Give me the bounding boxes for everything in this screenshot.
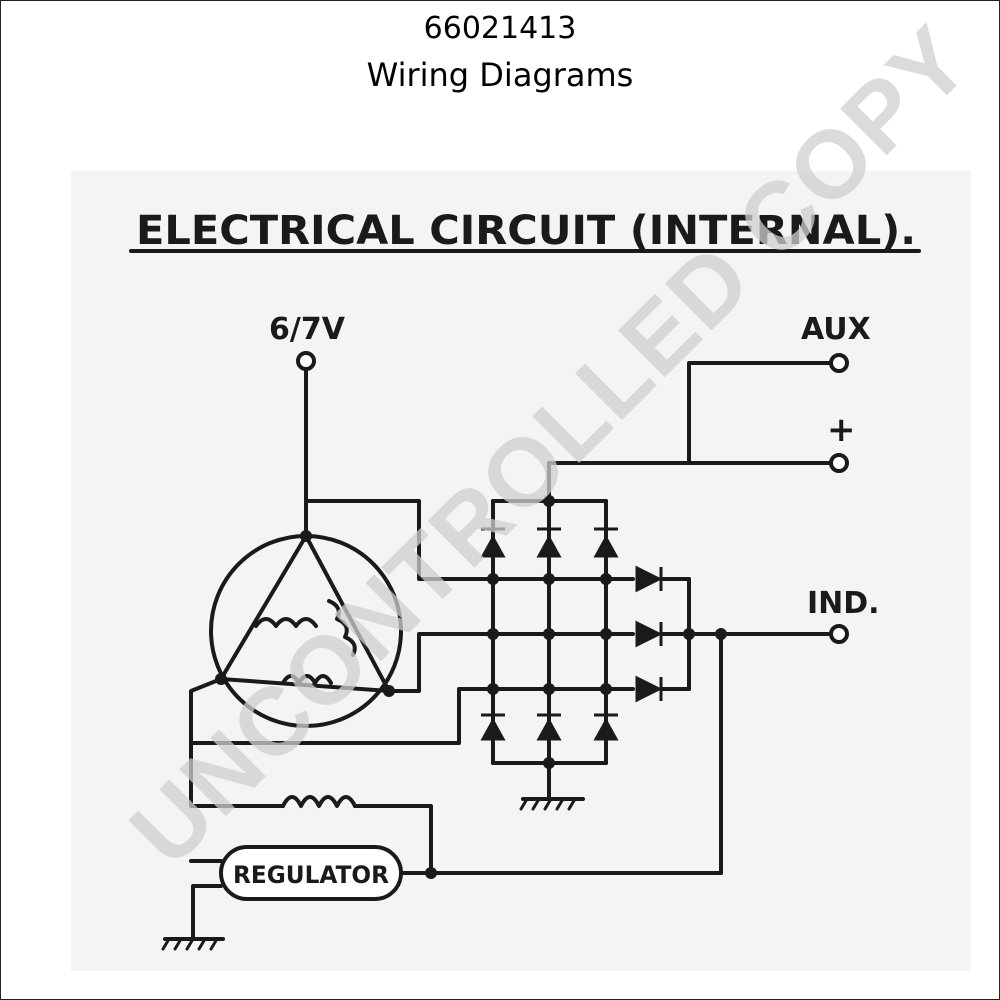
regulator-ground-wire [191,884,223,941]
field-coil [281,795,357,808]
ind-label: IND. [807,586,880,621]
winding-coil-bottom [281,674,333,685]
trio-diode-3 [635,675,663,703]
part-number: 66021413 [423,11,577,46]
ind-terminal [829,624,849,644]
lower-diode-3 [593,713,619,741]
diagram-heading: ELECTRICAL CIRCUIT (INTERNAL). [136,208,916,254]
supply-terminal [296,351,316,371]
lower-diode-1 [480,713,506,741]
aux-terminal [829,353,849,373]
positive-terminal [829,453,849,473]
upper-diode-1 [480,527,506,558]
phase-c-wire [189,677,495,745]
upper-diode-3 [593,527,619,558]
phase-a-wire [304,499,495,581]
positive-label: + [827,410,856,450]
trio-diode-1 [635,565,663,593]
phase-b-wire [387,632,495,693]
junction-dots [215,495,727,879]
scanned-diagram-background [71,171,971,971]
lower-diode-2 [536,713,562,741]
delta-winding [219,534,391,693]
upper-diode-2 [536,527,562,558]
bridge-ground-hatch [519,797,577,811]
winding-coil-left [254,617,318,628]
winding-coil-right [327,599,357,657]
positive-output-wire [547,461,833,503]
trio-diode-2 [635,620,663,648]
supply-label: 6/7V [269,312,346,347]
field-right-wire [353,804,433,875]
document-title: Wiring Diagrams [366,56,634,94]
regulator-ground-hatch [161,937,219,951]
aux-label: AUX [801,312,871,347]
regulator-label: REGULATOR [233,861,389,889]
field-left-wire [189,741,285,808]
aux-wire [687,361,833,465]
